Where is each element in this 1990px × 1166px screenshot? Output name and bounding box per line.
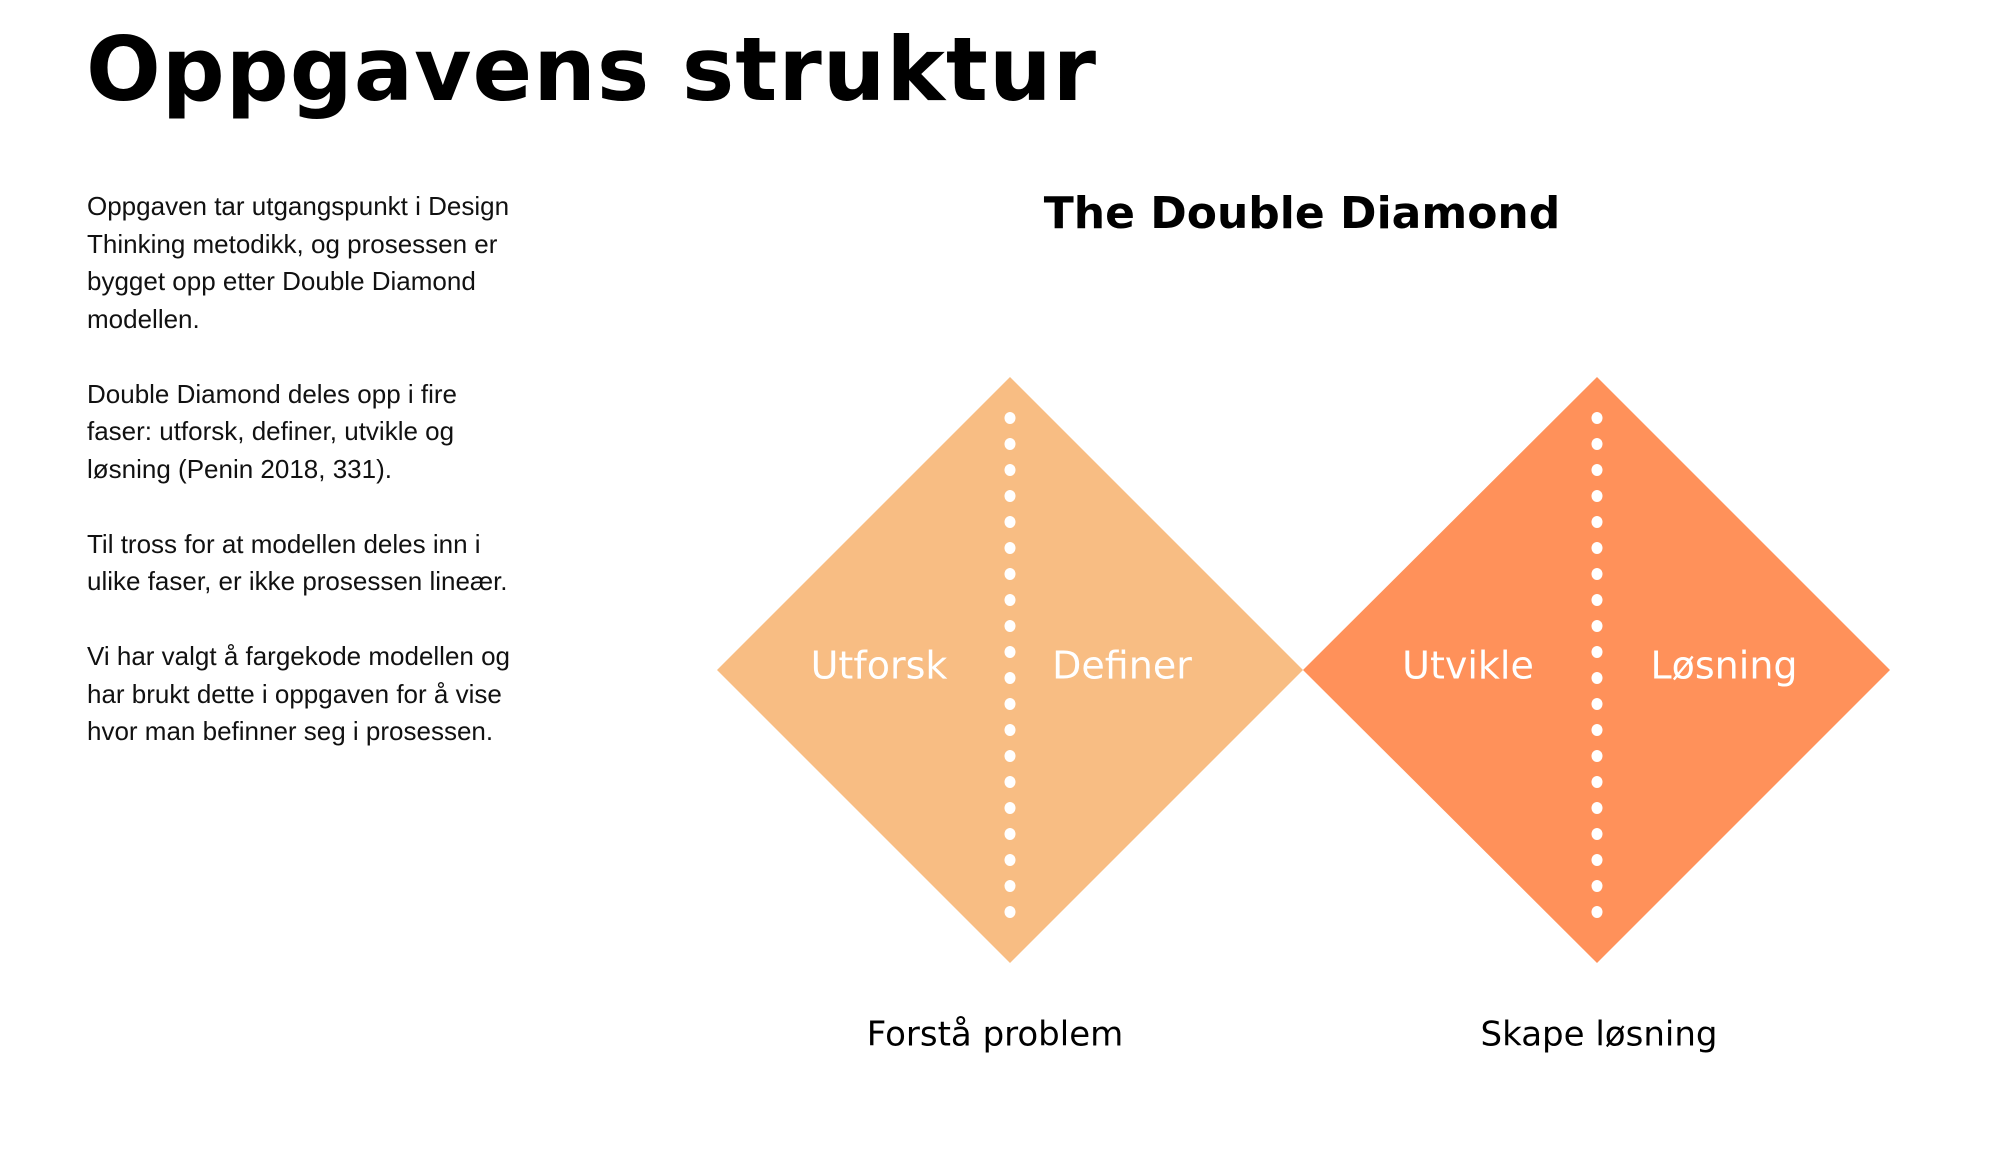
intro-paragraph-2: Double Diamond deles opp i fire faser: u… xyxy=(87,376,567,489)
diagram-title: The Double Diamond xyxy=(1044,188,1561,239)
dotted-divider xyxy=(1591,412,1603,918)
divider-dot xyxy=(1591,568,1603,580)
text-line: Double Diamond deles opp i fire xyxy=(87,378,457,409)
intro-text: Oppgaven tar utgangspunkt i Design Think… xyxy=(87,188,567,788)
divider-dot xyxy=(1004,854,1016,866)
caption-understand-problem: Forstå problem xyxy=(867,1015,1124,1055)
text-line: bygget opp etter Double Diamond xyxy=(87,266,476,296)
text-line: hvor man befinner seg i prosessen. xyxy=(87,716,494,746)
intro-paragraph-1: Oppgaven tar utgangspunkt i Design Think… xyxy=(87,188,567,338)
text-line: Thinking metodikk, og prosessen er xyxy=(87,228,498,259)
divider-dot xyxy=(1591,646,1603,658)
divider-dot xyxy=(1004,594,1016,606)
divider-dot xyxy=(1591,464,1603,476)
dotted-divider xyxy=(1004,412,1016,918)
divider-dot xyxy=(1004,672,1016,684)
divider-dot xyxy=(1004,412,1016,424)
divider-dot xyxy=(1591,620,1603,632)
divider-dot xyxy=(1591,724,1603,736)
text-line: modellen. xyxy=(87,303,200,334)
divider-dot xyxy=(1591,672,1603,684)
intro-paragraph-3: Til tross for at modellen deles inn i ul… xyxy=(87,526,567,601)
divider-dot xyxy=(1591,594,1603,606)
divider-dot xyxy=(1004,438,1016,450)
divider-dot xyxy=(1591,412,1603,424)
divider-dot xyxy=(1004,620,1016,632)
divider-dot xyxy=(1004,906,1016,918)
text-line: ulike faser, er ikke prosessen lineær. xyxy=(87,566,508,596)
diamond-develop-deliver xyxy=(1303,377,1890,963)
caption-create-solution: Skape løsning xyxy=(1481,1015,1718,1055)
divider-dot xyxy=(1591,750,1603,762)
divider-dot xyxy=(1004,646,1016,658)
divider-dot xyxy=(1591,906,1603,918)
divider-dot xyxy=(1591,542,1603,554)
intro-paragraph-4: Vi har valgt å fargekode modellen og har… xyxy=(87,638,567,751)
divider-dot xyxy=(1004,880,1016,892)
divider-dot xyxy=(1004,516,1016,528)
divider-dot xyxy=(1004,802,1016,814)
divider-dot xyxy=(1004,724,1016,736)
divider-dot xyxy=(1004,776,1016,788)
divider-dot xyxy=(1004,490,1016,502)
text-line: løsning (Penin 2018, 331). xyxy=(87,453,392,484)
divider-dot xyxy=(1004,464,1016,476)
divider-dot xyxy=(1591,854,1603,866)
divider-dot xyxy=(1591,516,1603,528)
page-title: Oppgavens struktur xyxy=(86,18,1098,121)
divider-dot xyxy=(1004,542,1016,554)
phase-label-utforsk: Utforsk xyxy=(811,644,948,688)
divider-dot xyxy=(1591,490,1603,502)
diamond-discover-define xyxy=(717,377,1303,963)
phase-label-definer: Definer xyxy=(1052,644,1192,688)
text-line: Til tross for at modellen deles inn i xyxy=(87,528,481,559)
divider-dot xyxy=(1591,802,1603,814)
text-line: faser: utforsk, definer, utvikle og xyxy=(87,416,455,446)
phase-label-losning: Løsning xyxy=(1650,644,1797,688)
divider-dot xyxy=(1591,698,1603,710)
divider-dot xyxy=(1004,828,1016,840)
divider-dot xyxy=(1004,698,1016,710)
text-line: Vi har valgt å fargekode modellen og xyxy=(87,641,511,671)
text-line: Oppgaven tar utgangspunkt i Design xyxy=(87,191,510,221)
phase-label-utvikle: Utvikle xyxy=(1402,644,1534,688)
divider-dot xyxy=(1591,438,1603,450)
divider-dot xyxy=(1591,776,1603,788)
divider-dot xyxy=(1591,880,1603,892)
divider-dot xyxy=(1004,568,1016,580)
text-line: har brukt dette i oppgaven for å vise xyxy=(87,678,502,709)
divider-dot xyxy=(1591,828,1603,840)
divider-dot xyxy=(1004,750,1016,762)
